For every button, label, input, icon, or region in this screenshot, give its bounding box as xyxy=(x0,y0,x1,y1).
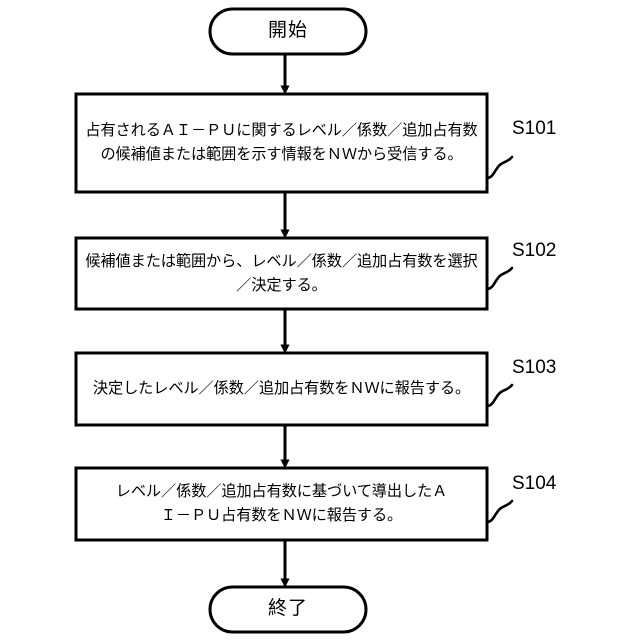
step-label-s102: S102 xyxy=(512,240,557,261)
node-start-shape xyxy=(208,7,368,56)
node-s104-label: レベル／係数／追加占有数に基づいて導出したＡＩ－ＰＵ占有数をＮＷに報告する。 xyxy=(115,483,448,524)
node-s102-label: 候補値または範囲から、レベル／係数／追加占有数を選択／決定する。 xyxy=(85,252,478,294)
node-s101-label: 占有されるＡＩ－ＰＵに関するレベル／係数／追加占有数の候補値または範囲を示す情報… xyxy=(85,122,478,163)
leader-line-s103 xyxy=(485,383,514,408)
leader-line-s102 xyxy=(485,266,514,291)
node-s104-shape xyxy=(74,466,489,542)
node-s103-label: 決定したレベル／係数／追加占有数をＮＷに報告する。 xyxy=(92,380,471,398)
step-label-s104: S104 xyxy=(512,473,557,494)
node-end-label: 終了 xyxy=(267,598,308,620)
node-start-label: 開始 xyxy=(267,20,308,42)
node-s101-shape xyxy=(74,92,489,194)
leader-line-s101 xyxy=(485,155,514,180)
step-label-s101: S101 xyxy=(512,118,557,139)
step-label-s103: S103 xyxy=(512,357,557,378)
node-s103-shape xyxy=(74,351,489,427)
leader-line-s104 xyxy=(485,499,514,524)
